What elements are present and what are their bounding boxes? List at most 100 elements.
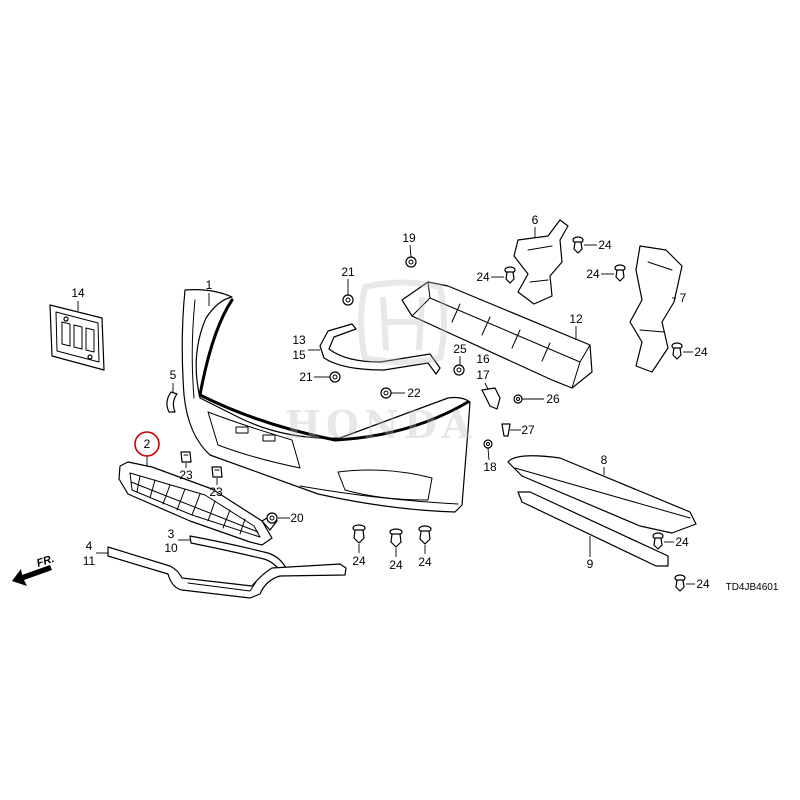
plate-bracket-inner [55,311,100,363]
callout-18[interactable]: 18 [483,460,497,474]
part-22-bolt [380,387,392,399]
callout-24-7-left[interactable]: 24 [586,267,600,281]
part-24-clip [389,528,403,548]
honda-watermark: HONDA [285,279,476,447]
bolt-center [516,397,520,401]
callout-23-a[interactable]: 23 [179,468,193,482]
plate-bracket-slot [61,321,71,347]
part-9-lower-strip [517,491,669,567]
callout-2[interactable]: 2 [144,437,151,451]
bolt-center [408,259,414,265]
callout-19[interactable]: 19 [402,231,416,245]
callout-24-8[interactable]: 24 [675,535,689,549]
clip-stem [672,347,682,360]
callouts: 14 1 5 2 23 23 20 3 10 4 11 24 24 24 13 … [71,213,710,591]
callout-24-7-right[interactable]: 24 [694,345,708,359]
part-24-clip [572,236,584,254]
callout-3[interactable]: 3 [168,527,175,541]
leader-lines [77,227,695,585]
callout-13[interactable]: 13 [292,333,306,347]
screw-center [486,442,490,446]
callout-7[interactable]: 7 [680,291,687,305]
clip-body [211,466,223,478]
part-19-bolt [405,256,417,268]
callout-9[interactable]: 9 [587,557,594,571]
plate-bracket-hole [63,316,69,322]
plate-bracket-slot [73,324,83,350]
callout-4[interactable]: 4 [86,539,93,553]
honda-watermark-text: HONDA [285,402,476,447]
honda-logo-frame [358,279,447,365]
leader-line-19 [409,244,412,258]
callout-6[interactable]: 6 [532,213,539,227]
nut-body [453,364,465,376]
callout-15[interactable]: 15 [292,348,306,362]
callout-24-bottom-b[interactable]: 24 [389,558,403,572]
front-direction-indicator: FR. [12,553,56,586]
bumper-mount-hole [235,426,249,434]
part-23-clip [180,451,192,463]
callout-11[interactable]: 11 [83,554,96,568]
bracket-outline [629,245,683,373]
part-21-bolt [342,294,354,306]
clip-body [180,451,192,463]
bumper-lower-lip [299,485,459,505]
callout-5[interactable]: 5 [170,368,177,382]
bumper-mount-hole [262,434,276,442]
plate-bracket-slot [85,327,95,353]
beam-ribs [451,303,551,362]
part-16-17-bracket [481,387,501,410]
callout-12[interactable]: 12 [569,312,583,326]
part-6-bracket [513,219,569,305]
part-8-under-cover [507,455,697,534]
bolt-head [380,387,392,399]
bolt-center [332,374,338,380]
part-13-15-bracket [319,323,441,375]
callout-24-6-left[interactable]: 24 [476,270,490,284]
callout-22[interactable]: 22 [407,386,421,400]
beam-outline [401,281,593,389]
clip-stem [505,271,515,284]
screw-head [483,439,493,449]
plate-bracket-hole [87,354,93,360]
plate-bracket-outline [49,304,105,371]
callout-23-b[interactable]: 23 [209,485,223,499]
part-7-bracket [629,245,683,373]
callout-24-6-right[interactable]: 24 [598,238,612,252]
callout-20[interactable]: 20 [290,511,304,525]
callout-1[interactable]: 1 [206,278,213,292]
callout-24-bottom-a[interactable]: 24 [352,554,366,568]
callout-21-top[interactable]: 21 [341,265,355,279]
front-label: FR. [35,553,56,570]
callout-25[interactable]: 25 [453,342,467,356]
part-26-bolt [513,394,523,404]
diagram-code: TD4JB4601 [726,582,779,593]
bolt-head [342,294,354,306]
callout-27[interactable]: 27 [521,423,535,437]
callout-21-low[interactable]: 21 [299,370,313,384]
bolt-head [405,256,417,268]
callout-24-9[interactable]: 24 [696,577,710,591]
callout-26[interactable]: 26 [546,392,560,406]
honda-logo-h [380,296,425,351]
grille-mesh [130,475,259,535]
callout-14[interactable]: 14 [71,286,85,300]
part-24-clip [652,532,664,550]
under-cover-outline [507,455,697,534]
part-2-front-grille [118,461,278,546]
clip-stem [653,537,663,550]
part-24-clip [674,574,686,592]
part-24-clip [352,524,366,544]
callout-10[interactable]: 10 [164,541,178,555]
callout-16[interactable]: 16 [476,352,490,366]
front-arrow-icon [12,565,52,586]
callout-17[interactable]: 17 [476,368,490,382]
callout-24-bottom-c[interactable]: 24 [418,555,432,569]
clip-stem [390,533,402,548]
clip-stem [615,269,625,282]
part-24-clip [504,266,516,284]
bracket-detail [639,261,673,333]
callout-8[interactable]: 8 [601,453,608,467]
bumper-fog-light-opening [337,469,433,501]
